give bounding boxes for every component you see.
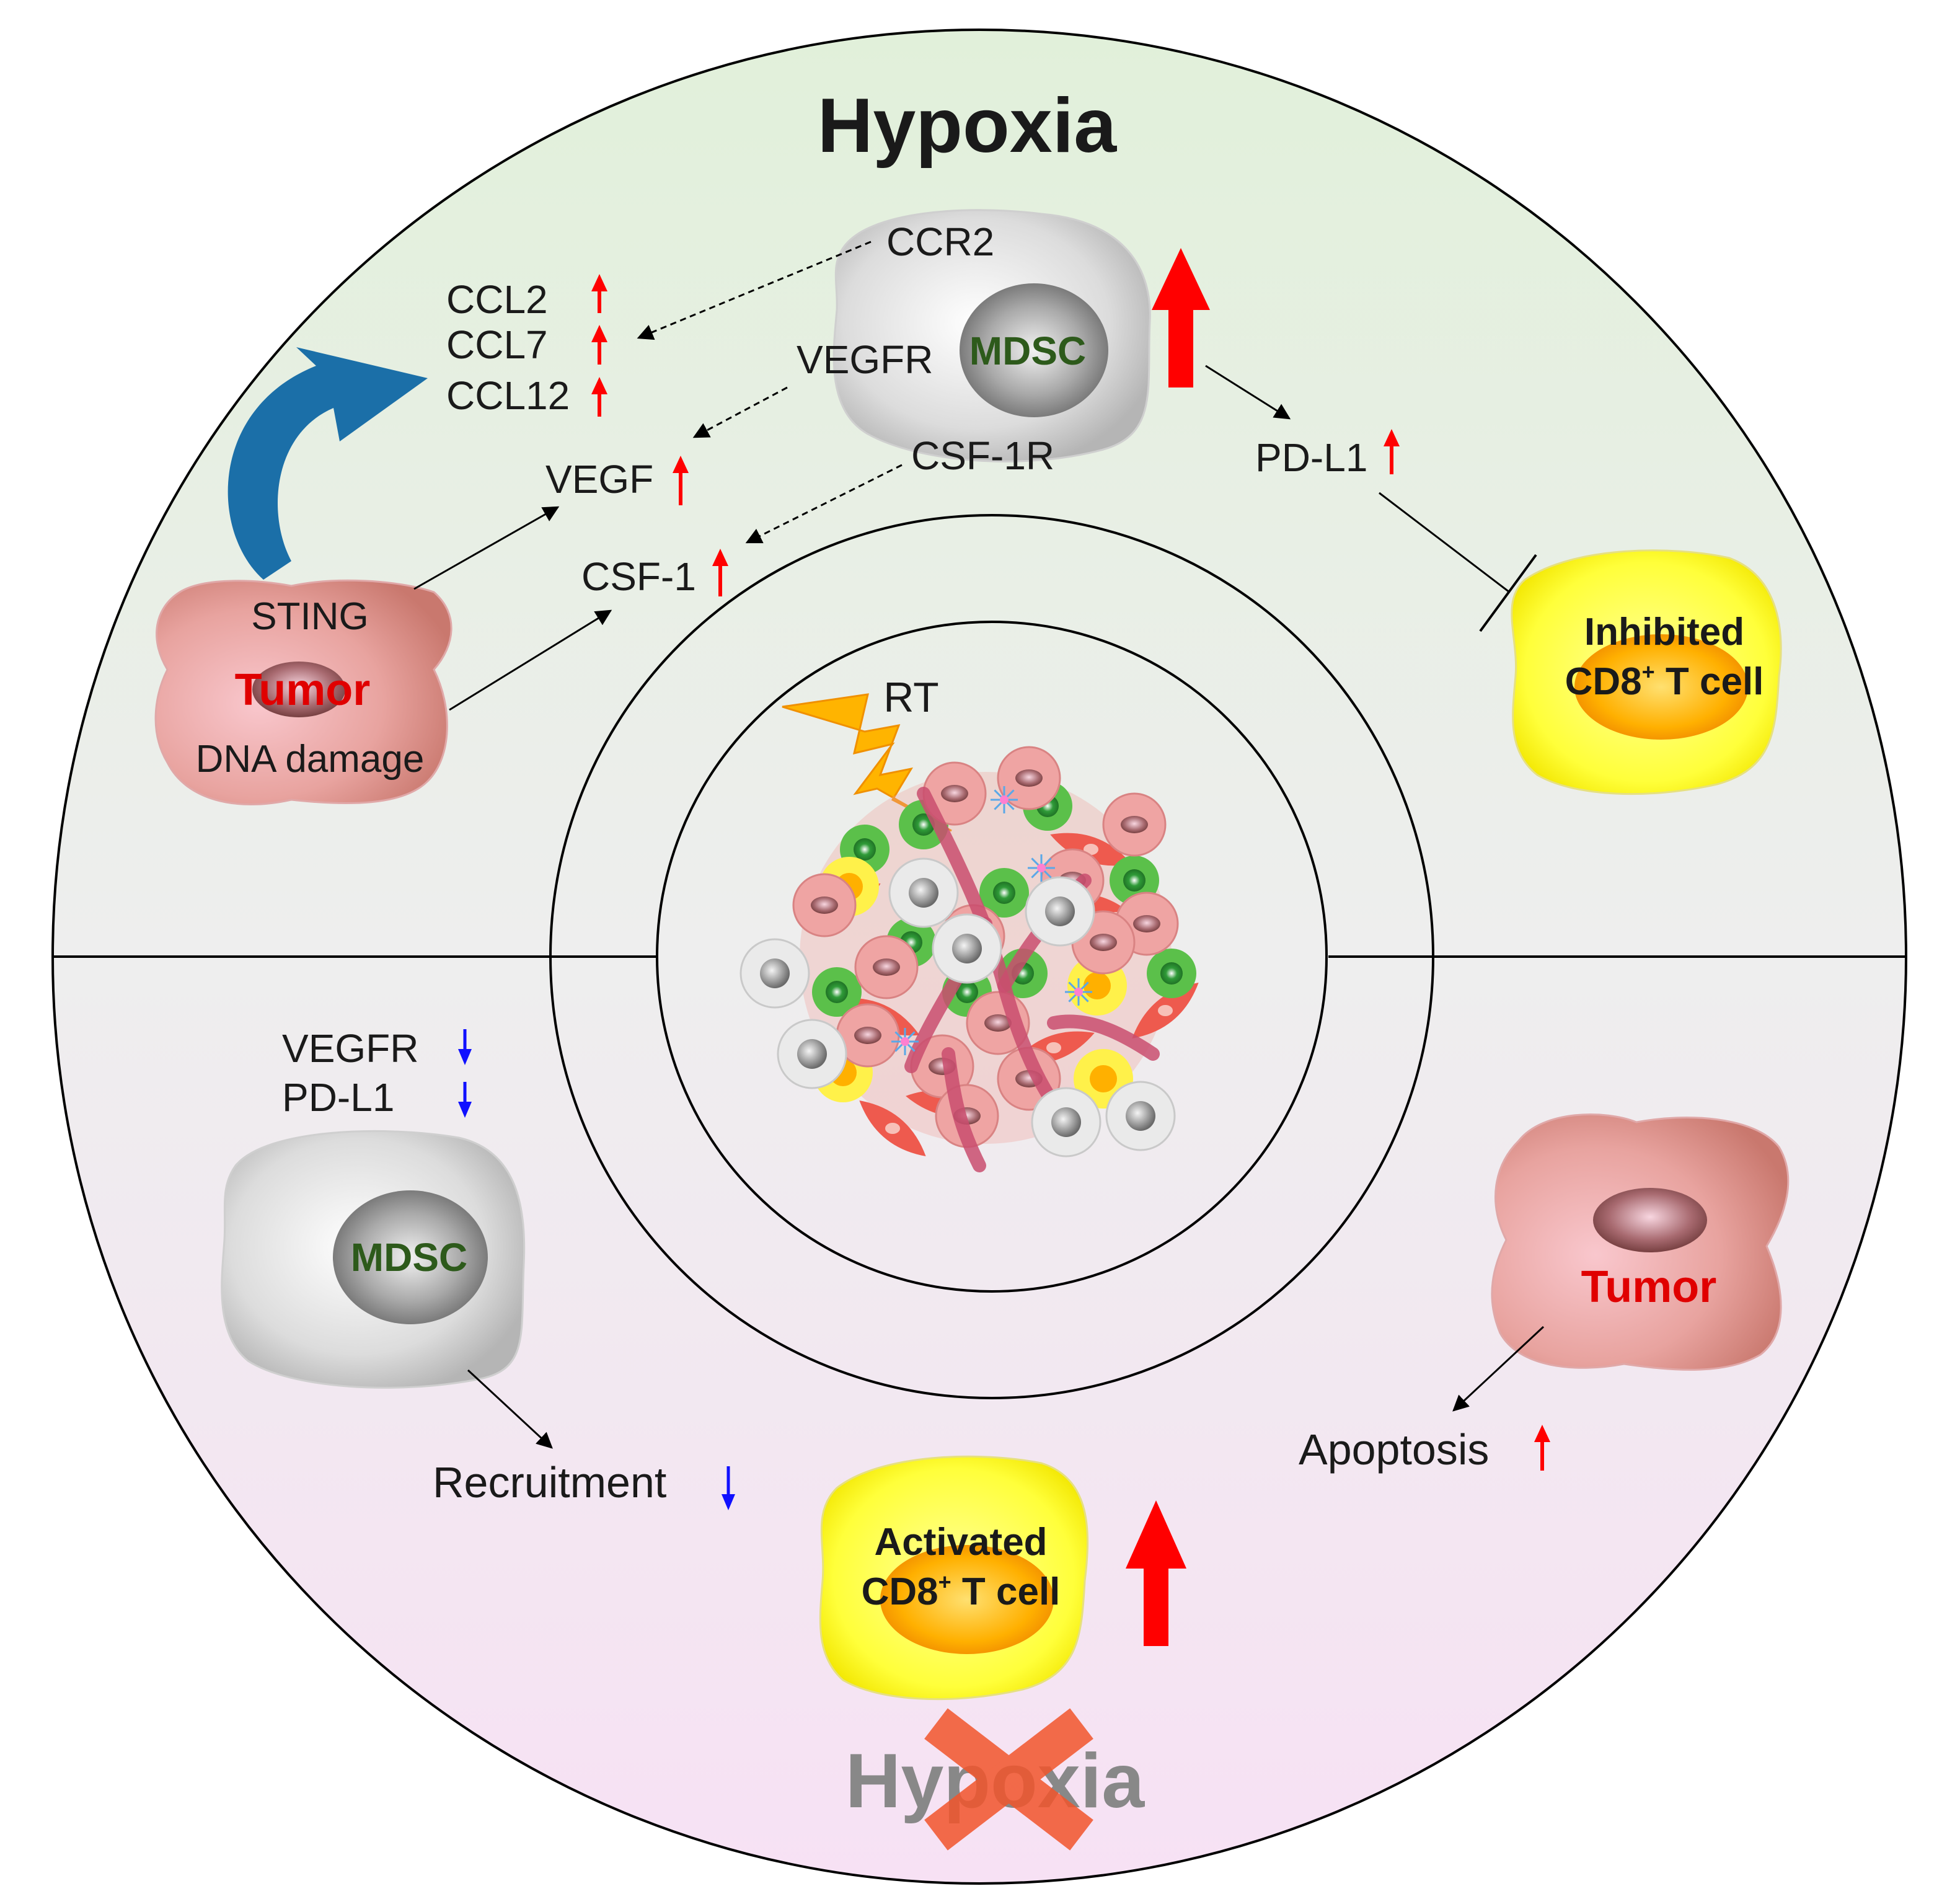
tumor-mass: [739, 746, 1199, 1172]
green-cell-nucleus: [1123, 869, 1146, 892]
ccl2-label: CCL2: [446, 277, 548, 322]
pdl1-label-top: PD-L1: [1255, 435, 1367, 480]
mdsc-label-top: MDSC: [969, 329, 1086, 373]
cross-icon: [924, 1708, 1093, 1851]
dendritic-cell-core: [901, 1037, 909, 1046]
tcell-nucleus-bottom: [880, 1545, 1054, 1654]
tumor-to-vegf-arrow: [413, 506, 560, 590]
activated-label: Activated: [874, 1521, 1047, 1564]
dendritic-cell-core: [1074, 988, 1083, 996]
vegf-label: VEGF: [545, 457, 653, 502]
inhibited-label: Inhibited: [1584, 611, 1744, 653]
gray-immune-cell-nucleus: [760, 958, 790, 988]
mdsc-label-bottom: MDSC: [351, 1235, 467, 1280]
vegfr-label-bottom: VEGFR: [282, 1026, 418, 1071]
spindle-cell-nucleus: [885, 1123, 900, 1134]
pink-tumor-cell-nucleus: [854, 1027, 881, 1044]
mdsc-to-pdl1-arrow: [1205, 365, 1291, 420]
top-hypoxia-title: Hypoxia: [818, 83, 1117, 169]
dendritic-cell-core: [1000, 795, 1009, 804]
tumor-to-csf1-arrow: [449, 609, 612, 711]
recruitment-down-arrow: [722, 1466, 735, 1510]
gray-immune-cell-nucleus: [909, 878, 938, 908]
tumor-nucleus-top: [252, 662, 345, 717]
spindle-cell-nucleus: [1046, 1042, 1061, 1053]
pink-tumor-cell-nucleus: [1133, 915, 1160, 932]
pink-tumor-cell-nucleus: [1121, 816, 1148, 833]
csf1r-label: CSF-1R: [911, 433, 1054, 478]
csf1-up-arrow: [712, 549, 728, 596]
ccl7-label: CCL7: [446, 322, 548, 367]
rt-bolt-icon: [782, 693, 952, 832]
recruitment-label: Recruitment: [433, 1458, 666, 1507]
green-cell-nucleus: [956, 981, 978, 1003]
gray-immune-cell-nucleus: [1045, 896, 1075, 926]
dendritic-cell-core: [1037, 864, 1046, 872]
middle-ring: [549, 514, 1434, 1399]
ccl7-up-arrow: [591, 325, 607, 365]
green-cell-nucleus: [826, 981, 848, 1003]
tcell-increase-arrow: [1126, 1500, 1186, 1646]
inhibited-tcell: Inhibited CD8+ T cell: [1511, 549, 1782, 795]
tumor-label-bottom: Tumor: [1581, 1262, 1717, 1312]
rt-label: RT: [883, 674, 938, 721]
pdl1-down-arrow: [458, 1082, 472, 1118]
cd8-label-top: CD8+ T cell: [1565, 659, 1764, 703]
pink-tumor-cell-nucleus: [873, 958, 900, 976]
ccl12-up-arrow: [591, 377, 607, 417]
apoptosis-up-arrow: [1534, 1425, 1550, 1471]
mdsc-cell-top: MDSC: [832, 209, 1151, 463]
ccr2-label: CCR2: [886, 219, 994, 264]
sting-to-chemokines-arrow: [227, 347, 428, 580]
dna-damage-label: DNA damage: [196, 738, 425, 781]
pink-tumor-cell-nucleus: [1015, 769, 1043, 787]
blood-vessel: [942, 1047, 986, 1172]
pink-tumor-cell-nucleus: [984, 1014, 1012, 1032]
mdsc-increase-arrow: [1152, 248, 1210, 387]
ccl12-label: CCL12: [446, 373, 570, 418]
tumor-cell-bottom: Tumor: [1491, 1113, 1790, 1371]
mdsc-nucleus-top: [960, 283, 1108, 417]
gray-immune-cell-nucleus: [1051, 1107, 1081, 1137]
vegf-up-arrow: [673, 456, 689, 505]
vegfr-down-arrow: [458, 1029, 472, 1065]
gray-immune-cell-nucleus: [952, 934, 982, 963]
green-cell-nucleus: [1160, 962, 1183, 985]
gray-immune-cell-nucleus: [797, 1039, 827, 1069]
pdl1-up-arrow: [1384, 429, 1400, 474]
mdsc-cell-bottom: MDSC: [221, 1130, 526, 1389]
green-cell-nucleus: [993, 882, 1015, 904]
tcell-nucleus-top: [1574, 634, 1748, 740]
tumor-to-apoptosis-arrow: [1452, 1326, 1545, 1412]
tumor-nucleus-bottom: [1593, 1188, 1707, 1252]
pdl1-inhibits-tcell: [1379, 492, 1537, 632]
csf1r-to-csf1-arrow: [745, 464, 903, 544]
pink-tumor-cell-nucleus: [811, 896, 838, 914]
tumor-label-top: Tumor: [235, 665, 371, 715]
spindle-cell-nucleus: [1158, 1005, 1173, 1016]
pink-tumor-cell-nucleus: [1090, 934, 1117, 951]
mdsc-nucleus-bottom: [333, 1190, 488, 1324]
green-cell-nucleus: [854, 838, 876, 861]
apoptosis-label: Apoptosis: [1299, 1425, 1489, 1474]
csf1-label: CSF-1: [581, 554, 696, 599]
vegfr-label-top: VEGFR: [797, 337, 933, 382]
tumor-cell-top: STING Tumor DNA damage: [154, 579, 452, 805]
yellow-cell-nucleus: [1090, 1065, 1117, 1092]
cd8-label-bottom: CD8+ T cell: [862, 1569, 1061, 1613]
mdsc-to-recruitment-arrow: [467, 1369, 553, 1449]
activated-tcell: Activated CD8+ T cell: [819, 1455, 1089, 1701]
yellow-cell-nucleus: [1084, 972, 1111, 999]
sting-label: STING: [251, 595, 368, 638]
pink-tumor-cell-nucleus: [941, 785, 968, 802]
pdl1-label-bottom: PD-L1: [282, 1075, 394, 1120]
inner-ring: [656, 621, 1328, 1293]
ccl2-up-arrow: [591, 274, 607, 313]
blood-vessel: [1047, 1014, 1160, 1061]
gray-immune-cell-nucleus: [1126, 1101, 1155, 1131]
vegfr-to-vegf-arrow: [692, 386, 788, 438]
